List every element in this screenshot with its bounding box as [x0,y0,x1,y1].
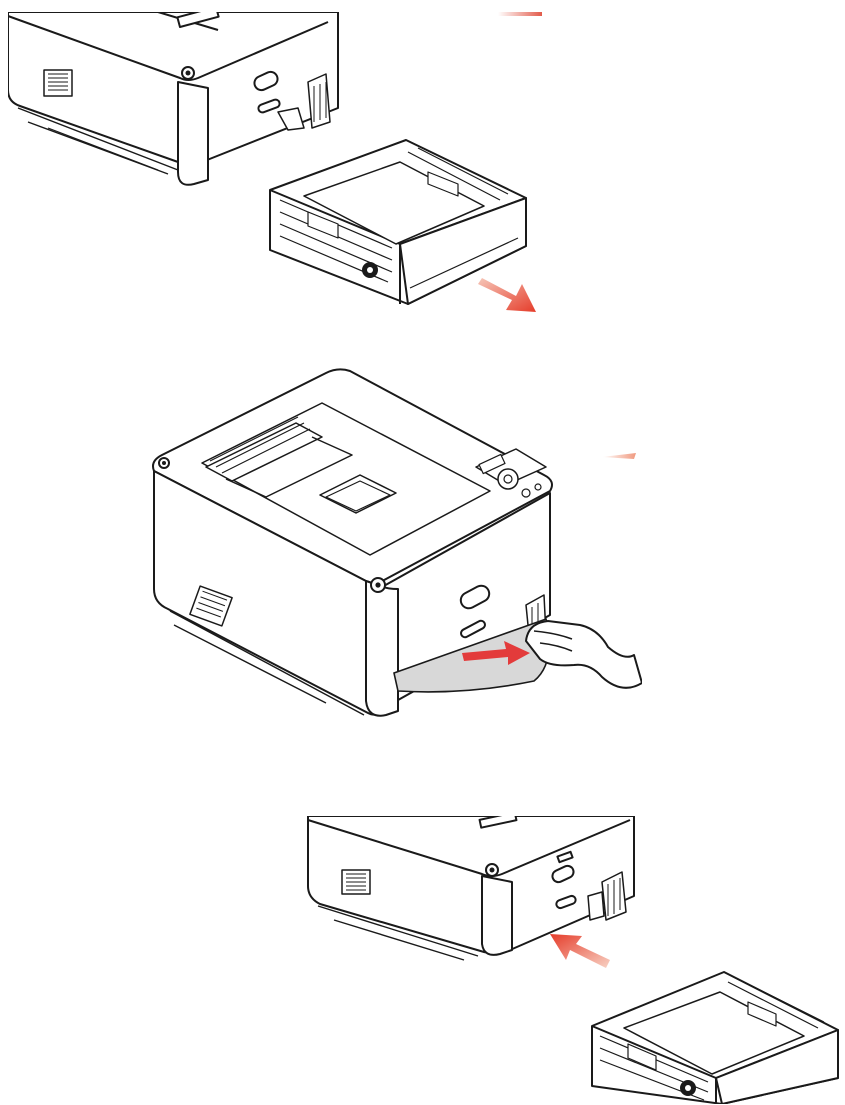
figure-insert-tray [304,816,842,1104]
arrow-out-icon [478,278,536,312]
hand-icon [526,621,642,688]
printer-insert-tray-illustration [304,816,842,1104]
printer-body [308,816,634,960]
figure-pull-paper [146,363,642,737]
printer-body [8,12,338,185]
paper-tray [592,972,838,1104]
arrow-in-icon [550,934,610,968]
printer-pull-paper-illustration [146,363,642,737]
arrow-fragment [498,12,542,16]
paper-tray [270,140,526,304]
figure-remove-tray [8,12,546,316]
arrow-fragment [602,453,636,459]
printer-remove-tray-illustration [8,12,546,316]
